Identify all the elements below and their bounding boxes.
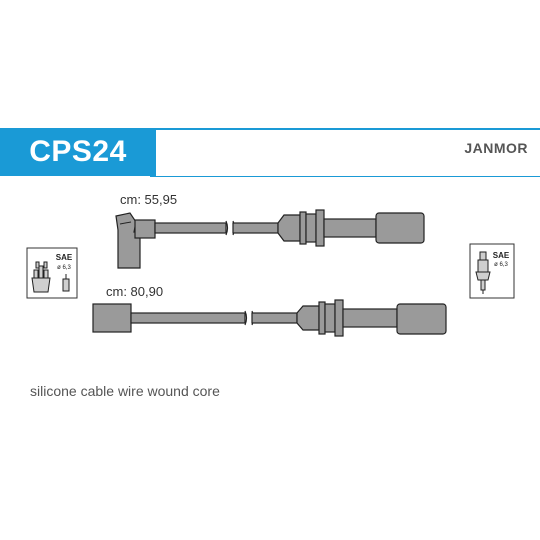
terminal-icon [62,274,70,292]
distributor-sae-label: SAE [56,253,73,262]
product-description: silicone cable wire wound core [30,383,220,399]
cable-2-wire-a [130,312,246,324]
cable-1-ring-2 [315,209,325,247]
cable-1-collar [305,213,317,243]
brand-name: JANMOR [464,140,528,156]
spark-plug-sae-label: SAE [493,251,510,260]
cable-2-plug-boot [396,303,447,335]
spark-plug-connector-box: SAE ø 6,3 [469,243,515,299]
cable-1-wire-a [154,222,227,234]
product-code: CPS24 [29,135,127,168]
cable-1 [115,209,425,269]
distributor-connector-box: SAE ø 6,3 [26,247,78,299]
product-code-badge [0,128,156,176]
cable-2-ring-2 [334,299,344,337]
cable-1-length: cm: 55,95 [120,192,178,207]
cable-1-plug-taper [277,214,301,242]
cable-2-length: cm: 80,90 [106,284,164,299]
cable-1-wire-b [232,222,279,234]
cable-2-wire-b [251,312,298,324]
spark-plug-diameter-label: ø 6,3 [494,262,508,268]
cable-1-neck [323,218,377,238]
cable-1-boot-sleeve [134,219,156,239]
spark-plug-icon [475,251,491,294]
cable-1-plug-boot [375,212,425,244]
cable-2-collar [324,303,336,333]
header-underline [150,176,540,177]
cable-2-neck [342,308,398,328]
distributor-cap-icon [31,261,51,293]
boot-detail-line [119,221,132,225]
cable-2-ring-1 [318,301,326,335]
header-rule [0,128,540,130]
distributor-diameter-label: ø 6,3 [57,265,71,271]
cable-2-plug-taper [296,305,320,331]
cable-1-ring-1 [299,211,307,245]
cable-2-straight-boot [92,303,132,333]
cable-2 [92,299,447,337]
